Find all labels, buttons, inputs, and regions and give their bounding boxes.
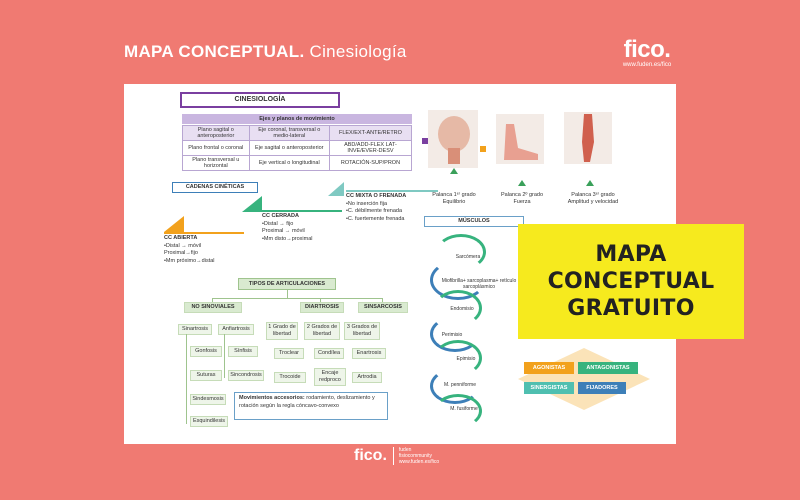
fico-logo[interactable]: fico. www.fuden.es/fico	[612, 36, 682, 68]
page-title: MAPA CONCEPTUAL. Cinesiología	[124, 42, 407, 61]
callout-line: CONCEPTUAL	[547, 269, 715, 294]
list-item: Miofibrilla+ sarcoplasma+ retículo sarco…	[441, 278, 517, 290]
list-item: Sinartrosis	[178, 324, 212, 335]
list-item: Gonfosis	[190, 346, 222, 357]
list-item: Encaje redproco	[314, 368, 346, 386]
list-item: Troclear	[274, 348, 304, 359]
list-item: Perimisio	[441, 332, 463, 338]
articulations-title: TIPOS DE ARTICULACIONES	[238, 278, 336, 290]
antagonistas-label: ANTAGONISTAS	[578, 362, 638, 374]
movement-table-header: Ejes y planos de movimiento	[182, 114, 412, 124]
list-item: Sincondrosis	[228, 370, 264, 381]
list-item: Anfiartrosis	[218, 324, 254, 335]
list-item: 3 Grados de libertad	[344, 322, 380, 340]
free-map-callout[interactable]: MAPA CONCEPTUAL GRATUITO	[518, 224, 744, 339]
fulcrum-icon	[450, 168, 458, 174]
list-item: Endomisio	[450, 306, 474, 312]
list-item: M. fusiforme	[450, 406, 478, 412]
list-item: M. penniforme	[444, 382, 476, 388]
list-item: Condílea	[314, 348, 344, 359]
footer-logo-text: fico.	[354, 447, 387, 464]
list-item: Esquindilesis	[190, 416, 228, 427]
list-item: Suturas	[190, 370, 222, 381]
kinetic-chains-title: CADENAS CINÉTICAS	[172, 182, 258, 193]
callout-line: GRATUITO	[567, 296, 695, 321]
fulcrum-icon	[518, 180, 526, 186]
list-item: Sínfisis	[228, 346, 258, 357]
arm-icon	[582, 114, 594, 162]
arm-anatomy-image	[564, 112, 612, 164]
group-no-sinoviales: NO SINOVIALES	[184, 302, 242, 313]
muscles-title: MÚSCULOS	[424, 216, 524, 227]
stair-decoration	[164, 216, 184, 232]
foot-anatomy-image	[496, 114, 544, 164]
skull-icon	[438, 116, 470, 164]
fulcrum-icon	[586, 180, 594, 186]
list-item: Trocoide	[274, 372, 306, 383]
logo-url: www.fuden.es/fico	[622, 62, 672, 68]
list-item: Sarcómera	[455, 254, 481, 260]
list-item: 2 Grados de libertad	[304, 322, 340, 340]
logo-text: fico.	[623, 36, 671, 63]
muscle-types-diamond	[518, 348, 650, 410]
foot-icon	[504, 124, 538, 160]
group-sinsarcosis: SINSARCOSIS	[358, 302, 408, 313]
kinesiology-title: CINESIOLOGÍA	[180, 92, 340, 108]
head-anatomy-image	[428, 110, 478, 168]
list-item: Epimisio	[456, 356, 476, 362]
accessory-movements-box: Movimientos accesorios: rodamiento, desl…	[234, 392, 388, 420]
list-item: Artrodia	[352, 372, 382, 383]
stair-decoration	[242, 196, 262, 212]
list-item: 1 Grado de libertad	[266, 322, 298, 340]
force-icon	[422, 138, 428, 144]
list-item: Sindesmosis	[190, 394, 226, 405]
agonistas-label: AGONISTAS	[524, 362, 574, 374]
group-diartrosis: DIARTROSIS	[300, 302, 344, 313]
resistance-icon	[480, 146, 486, 152]
stair-decoration	[328, 182, 344, 196]
list-item: Enartrosis	[352, 348, 386, 359]
cc-mixta-box: CC MIXTA O FRENADA •No inserción fija•C.…	[346, 190, 438, 223]
fijadores-label: FIJADORES	[578, 382, 626, 394]
sinergistas-label: SINERGISTAS	[524, 382, 574, 394]
callout-line: MAPA	[595, 242, 667, 267]
